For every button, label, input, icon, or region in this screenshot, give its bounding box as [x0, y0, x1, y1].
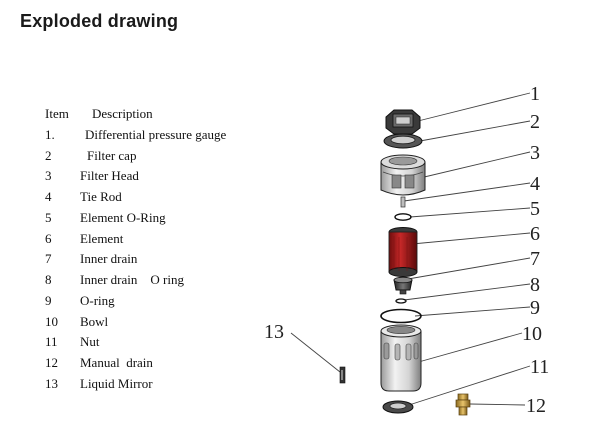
differential-pressure-gauge-part: [385, 109, 421, 135]
legend-desc-8: Inner drain O ring: [80, 272, 184, 287]
legend-desc-4: Tie Rod: [80, 189, 122, 204]
callout-10: 10: [522, 323, 542, 345]
inner-drain-part: [393, 276, 413, 295]
page-title: Exploded drawing: [20, 11, 179, 31]
filter-head-part: [380, 154, 426, 196]
leader-lines: [290, 92, 531, 406]
legend-desc-13: Liquid Mirror: [80, 376, 153, 391]
legend-num-13: 13: [45, 376, 58, 391]
legend-header-item: Item: [45, 106, 69, 121]
manual-drain-part: [455, 393, 471, 416]
legend-desc-7: Inner drain: [80, 251, 138, 266]
inner-drain-o-ring-part: [395, 298, 407, 304]
callout-12: 12: [526, 395, 546, 417]
legend-num-2: 2: [45, 148, 52, 163]
legend-num-11: 11: [45, 334, 58, 349]
legend-header-description: Description: [92, 106, 153, 121]
legend-desc-6: Element: [80, 231, 124, 246]
callout-8: 8: [530, 274, 540, 296]
legend-desc-11: Nut: [80, 334, 100, 349]
legend-desc-2: Filter cap: [87, 148, 137, 163]
liquid-mirror-part: [339, 366, 346, 384]
legend-desc-12: Manual drain: [80, 355, 153, 370]
legend-num-1: 1.: [45, 127, 55, 142]
legend-num-7: 7: [45, 251, 52, 266]
legend-desc-5: Element O-Ring: [80, 210, 166, 225]
tie-rod-part: [400, 196, 406, 208]
legend-num-10: 10: [45, 314, 58, 329]
callout-3: 3: [530, 142, 540, 164]
callout-6: 6: [530, 223, 540, 245]
legend-num-3: 3: [45, 168, 52, 183]
element-o-ring-part: [394, 213, 412, 221]
legend-desc-10: Bowl: [80, 314, 109, 329]
legend-desc-1: Differential pressure gauge: [85, 127, 227, 142]
filter-cap-part: [383, 133, 423, 149]
callout-5: 5: [530, 198, 540, 220]
callout-9: 9: [530, 297, 540, 319]
callout-4: 4: [530, 173, 540, 195]
legend-num-12: 12: [45, 355, 58, 370]
callout-1: 1: [530, 83, 540, 105]
o-ring-part: [380, 308, 422, 324]
bowl-part: [380, 324, 422, 392]
callout-11: 11: [530, 356, 549, 378]
legend-num-6: 6: [45, 231, 52, 246]
legend-num-4: 4: [45, 189, 52, 204]
legend-num-5: 5: [45, 210, 52, 225]
legend-desc-9: O-ring: [80, 293, 115, 308]
callout-7: 7: [530, 248, 540, 270]
callout-13: 13: [264, 321, 284, 343]
legend-desc-3: Filter Head: [80, 168, 139, 183]
legend-num-8: 8: [45, 272, 52, 287]
callout-2: 2: [530, 111, 540, 133]
element-part: [388, 227, 418, 277]
nut-part: [382, 400, 414, 414]
legend-num-9: 9: [45, 293, 52, 308]
